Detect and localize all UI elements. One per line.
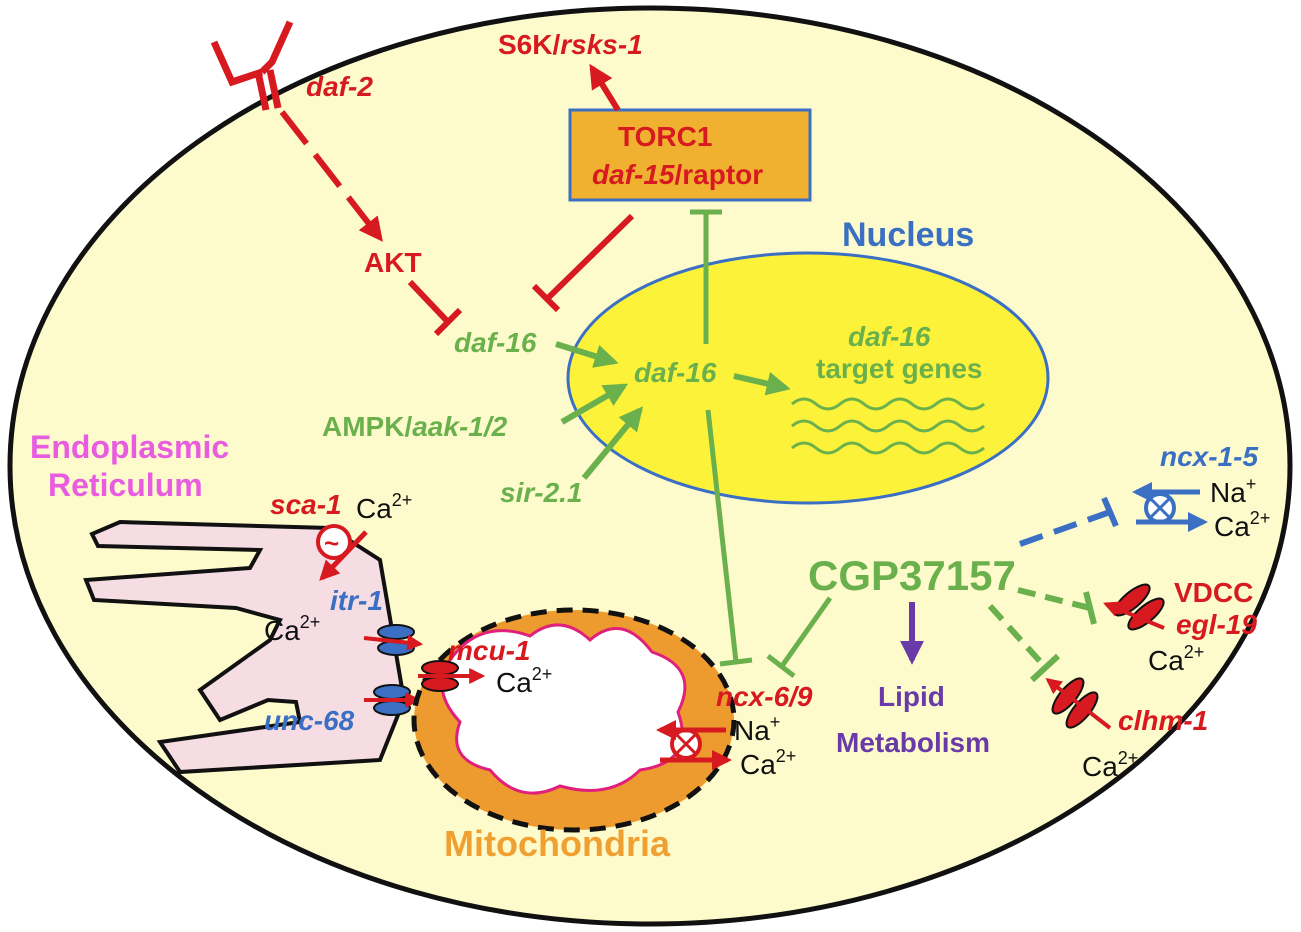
ncx69-ca-label: Ca2+ (740, 746, 796, 780)
daf16-translocation (555, 341, 619, 368)
daf2-receptor (210, 20, 294, 111)
daf2-label: daf-2 (306, 71, 373, 102)
lipid-label-line1: Lipid (878, 681, 945, 712)
mitochondria-label: Mitochondria (444, 823, 671, 864)
vdcc-channel-icon (1103, 583, 1165, 631)
target-genes-label-b: target genes (816, 353, 983, 384)
nucleus (566, 251, 1050, 505)
sir21-arrow (581, 406, 644, 480)
daf2-akt-arrow (279, 110, 383, 242)
torc1-inhibit (545, 213, 635, 301)
cgp-clhm1-inhibit (987, 603, 1049, 671)
er-ca-label: Ca2+ (264, 612, 320, 646)
torc1-box (568, 108, 812, 202)
daf16-ncx69-inhibit (705, 409, 739, 663)
er-label-line2: Reticulum (48, 467, 203, 503)
unc68-label: unc-68 (264, 705, 355, 736)
itr1-channel-icon (363, 624, 424, 656)
ampk-arrow (560, 383, 629, 425)
vdcc-ca-label: Ca2+ (1148, 642, 1204, 676)
daf15-label: daf-15/raptor (592, 159, 763, 190)
ampk-label: AMPK/aak-1/2 (322, 411, 508, 442)
daf16-target-arrow (733, 371, 791, 396)
itr1-label: itr-1 (330, 585, 383, 616)
cgp-ncx69-inhibit (779, 596, 833, 668)
nucleus-label: Nucleus (842, 216, 974, 254)
target-genes-waves (791, 397, 985, 455)
ncx69-label: ncx-6/9 (716, 681, 813, 712)
unc68-channel-icon (364, 684, 422, 716)
sir21-label: sir-2.1 (500, 477, 583, 508)
er-label-line1: Endoplasmic (30, 429, 229, 465)
sca1-ca-label: Ca2+ (356, 490, 412, 524)
svg-text:~: ~ (324, 528, 339, 558)
cgp-ncx15-inhibit (1018, 509, 1112, 547)
ncx69-na-label: Na+ (734, 712, 780, 746)
ncx15-label: ncx-1-5 (1160, 441, 1258, 472)
daf16-nuclear-label: daf-16 (634, 357, 717, 388)
daf16-cyto-label: daf-16 (454, 327, 537, 358)
cgp-label: CGP37157 (808, 552, 1016, 599)
akt-inhibit (407, 279, 451, 325)
mito-ca-label: Ca2+ (496, 664, 552, 698)
sca1-arrow (319, 530, 368, 581)
clhm1-ca-label: Ca2+ (1082, 748, 1138, 782)
mcu1-channel-icon (418, 660, 486, 692)
clhm1-channel-icon (1045, 677, 1112, 730)
sca1-label: sca-1 (270, 489, 342, 520)
ncx15-na-label: Na+ (1210, 474, 1256, 508)
s6k-label: S6K/rsks-1 (498, 29, 643, 60)
mcu1-label: mcu-1 (448, 635, 530, 666)
torc1-s6k-arrow (589, 63, 621, 112)
egl19-label: egl-19 (1176, 609, 1257, 640)
ncx15-ca-label: Ca2+ (1214, 508, 1270, 542)
target-genes-label-a: daf-16 (848, 321, 931, 352)
sca1-pump-icon (316, 524, 352, 560)
clhm1-label: clhm-1 (1118, 705, 1208, 736)
akt-label: AKT (364, 247, 422, 278)
endoplasmic-reticulum (83, 519, 407, 775)
torc1-label: TORC1 (618, 121, 712, 152)
lipid-label-line2: Metabolism (836, 727, 990, 758)
cgp-vdcc-inhibit (1017, 587, 1091, 611)
vdcc-label: VDCC (1174, 577, 1253, 608)
